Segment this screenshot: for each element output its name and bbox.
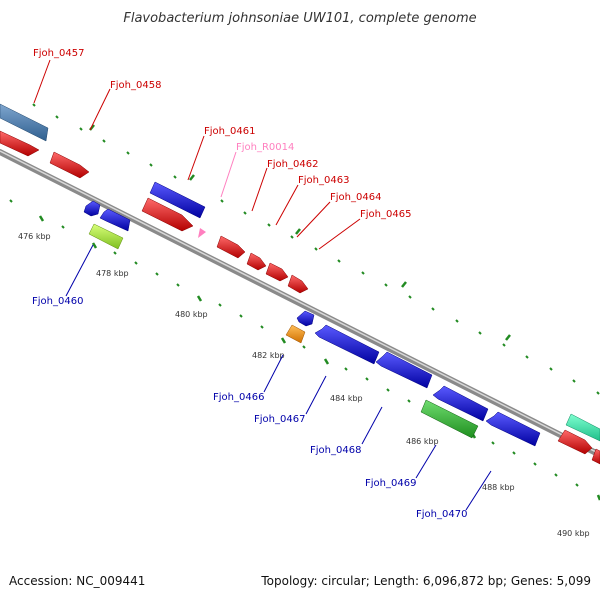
feature-fjoh-0458[interactable]	[49, 151, 90, 179]
feature-right-teal[interactable]	[565, 413, 600, 442]
feature-fjoh-0468[interactable]	[375, 351, 433, 389]
feature-fjoh-0470[interactable]	[485, 411, 541, 447]
scale-label: 488 kbp	[482, 483, 515, 492]
map-title: Flavobacterium johnsoniae UW101, complet…	[123, 11, 476, 26]
feature-fjoh-0460b[interactable]	[99, 208, 131, 232]
feature-fjoh-0461b[interactable]	[141, 197, 194, 232]
tick-track-lower-major	[38, 215, 600, 501]
scale-label: 482 kbp	[252, 351, 285, 360]
feature-fjoh-0469b[interactable]	[420, 399, 479, 439]
feature-fjoh-0466a[interactable]	[296, 310, 315, 327]
accession-text: Accession: NC_009441	[9, 574, 145, 588]
gene-label-fjoh-0464[interactable]: Fjoh_0464	[330, 192, 381, 203]
reverse-strand-features	[83, 200, 541, 447]
gene-label-fjoh-0461[interactable]: Fjoh_0461	[204, 126, 255, 137]
gene-label-fjoh-r0014[interactable]: Fjoh_R0014	[236, 142, 294, 153]
tick-track-upper	[32, 103, 600, 395]
gene-label-fjoh-0470[interactable]: Fjoh_0470	[416, 509, 467, 520]
gene-label-fjoh-0458[interactable]: Fjoh_0458	[110, 80, 161, 91]
feature-right-red[interactable]	[557, 429, 593, 455]
feature-fjoh-0462[interactable]	[216, 235, 246, 259]
forward-strand-features	[0, 103, 600, 465]
feature-steel[interactable]	[0, 103, 49, 142]
gene-labels: Fjoh_0457 Fjoh_0458 Fjoh_0461 Fjoh_R0014…	[32, 48, 467, 520]
gene-label-fjoh-0466[interactable]: Fjoh_0466	[213, 392, 264, 403]
gene-label-fjoh-0460[interactable]: Fjoh_0460	[32, 296, 83, 307]
genome-summary-text: Topology: circular; Length: 6,096,872 bp…	[260, 574, 591, 588]
gene-label-fjoh-0465[interactable]: Fjoh_0465	[360, 209, 411, 220]
gene-label-fjoh-0463[interactable]: Fjoh_0463	[298, 175, 349, 186]
scale-label: 486 kbp	[406, 437, 439, 446]
scale-label: 490 kbp	[557, 529, 590, 538]
scale-label: 478 kbp	[96, 269, 129, 278]
feature-fjoh-0469a[interactable]	[432, 385, 489, 422]
feature-fjoh-0465[interactable]	[287, 274, 309, 294]
scale-labels: 476 kbp 478 kbp 480 kbp 482 kbp 484 kbp …	[18, 232, 590, 538]
feature-fjoh-0457[interactable]	[0, 130, 40, 157]
gene-label-fjoh-0462[interactable]: Fjoh_0462	[267, 159, 318, 170]
feature-fjoh-0460c[interactable]	[88, 223, 124, 250]
feature-fjoh-0467[interactable]	[314, 324, 380, 365]
gene-label-fjoh-0457[interactable]: Fjoh_0457	[33, 48, 84, 59]
feature-fjoh-r0014[interactable]	[198, 228, 206, 238]
gene-label-fjoh-0469[interactable]: Fjoh_0469	[365, 478, 416, 489]
scale-label: 476 kbp	[18, 232, 51, 241]
scale-label: 484 kbp	[330, 394, 363, 403]
gene-label-fjoh-0468[interactable]: Fjoh_0468	[310, 445, 361, 456]
gene-label-fjoh-0467[interactable]: Fjoh_0467	[254, 414, 305, 425]
feature-fjoh-0461a[interactable]	[149, 181, 206, 219]
feature-fjoh-0463[interactable]	[246, 252, 267, 271]
feature-right-red-small[interactable]	[591, 448, 600, 465]
feature-fjoh-0464[interactable]	[265, 262, 289, 282]
tick-track-lower	[9, 199, 579, 487]
feature-fjoh-0460a[interactable]	[83, 200, 101, 217]
genome-backbone	[0, 149, 600, 458]
feature-fjoh-0466b[interactable]	[285, 324, 306, 344]
label-leader-lines	[33, 59, 492, 511]
scale-label: 480 kbp	[175, 310, 208, 319]
